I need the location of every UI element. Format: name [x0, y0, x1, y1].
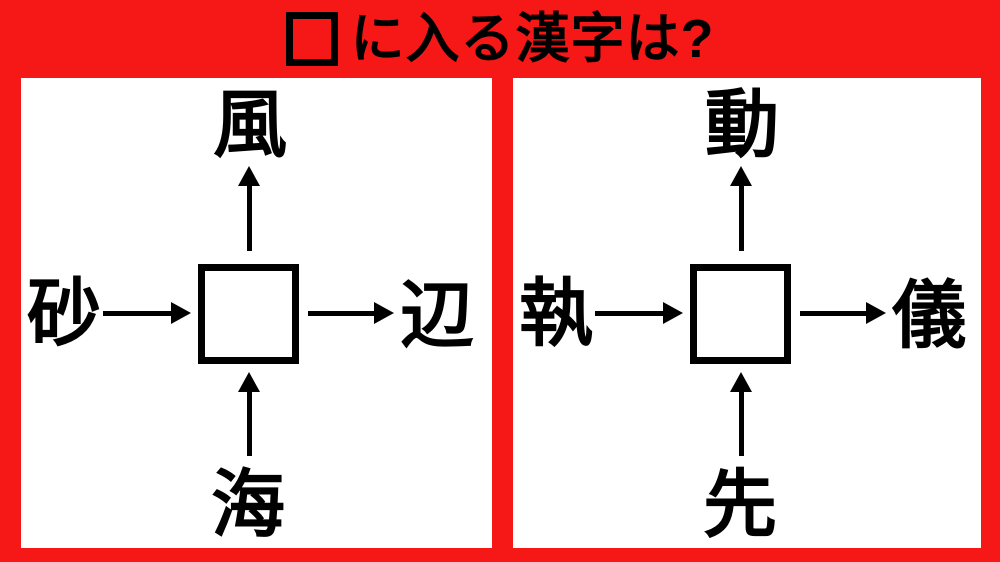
arrowhead-up — [730, 166, 752, 186]
arrowhead-up — [238, 372, 260, 392]
kanji-right: 儀 — [892, 274, 966, 357]
arrow-box-to-top-icon — [238, 166, 260, 251]
kanji-bottom: 先 — [703, 463, 777, 546]
arrowhead-right — [866, 302, 886, 324]
kanji-bottom: 海 — [211, 463, 285, 546]
arrowhead-right — [171, 302, 191, 324]
arrowhead-right — [663, 302, 683, 324]
arrow-bottom-to-box-icon — [730, 372, 752, 456]
kanji-left: 執 — [519, 272, 593, 355]
arrow-box-to-top-icon — [730, 166, 752, 251]
puzzle-panel-left: 風 砂 辺 海 — [21, 78, 492, 548]
kanji-top: 風 — [213, 83, 287, 166]
answer-box — [198, 264, 299, 364]
arrowhead-right — [374, 302, 394, 324]
arrowhead-up — [238, 166, 260, 186]
arrow-left-to-box-icon — [103, 302, 191, 324]
kanji-right: 辺 — [400, 274, 474, 357]
puzzle-panel-right: 動 執 儀 先 — [513, 78, 981, 548]
kanji-left: 砂 — [27, 272, 101, 355]
blank-square-icon — [285, 12, 338, 66]
answer-box — [690, 264, 791, 364]
kanji-top: 動 — [705, 83, 779, 166]
arrow-bottom-to-box-icon — [238, 372, 260, 456]
quiz-title-text: に入る漢字は? — [350, 9, 715, 69]
arrow-box-to-right-icon — [308, 302, 394, 324]
quiz-title: に入る漢字は? — [0, 2, 1000, 76]
arrow-box-to-right-icon — [800, 302, 886, 324]
arrowhead-up — [730, 372, 752, 392]
arrow-left-to-box-icon — [595, 302, 683, 324]
